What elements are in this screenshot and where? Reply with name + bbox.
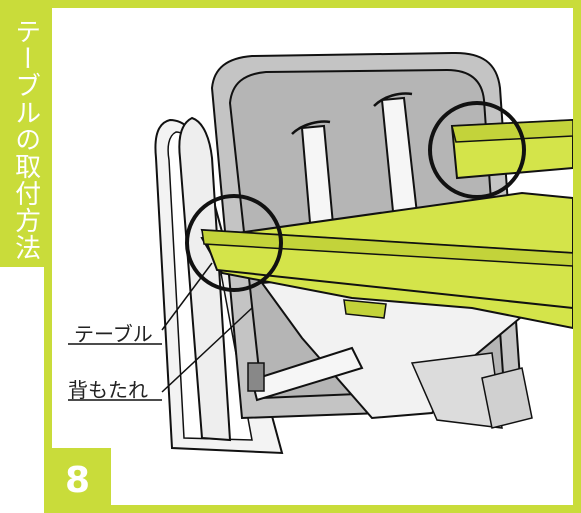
crotch-strap [410, 352, 503, 429]
label-table: テーブル [74, 322, 153, 346]
step-number: 8 [64, 460, 91, 501]
highlight-circle-left [185, 194, 283, 292]
harness-lower-right [481, 367, 533, 429]
leader-line-backrest [161, 307, 253, 393]
table-tab [343, 299, 387, 319]
frame-top-border [44, 0, 581, 8]
belt-buckle [247, 362, 265, 392]
section-title: テーブルの取付方法 [10, 18, 41, 261]
frame-right-border [573, 0, 581, 513]
chair-table-illustration [68, 51, 573, 455]
table-front-bar-top [201, 229, 573, 267]
strap-slot-left [291, 120, 331, 135]
label-backrest: 背もたれ [68, 378, 148, 402]
table-rear-bar-top [451, 119, 573, 143]
step-number-badge: 8 [44, 448, 111, 513]
highlight-circle-right [428, 101, 526, 199]
waist-belt [250, 346, 364, 402]
frame-bottom-border [44, 505, 581, 513]
leader-line-table [161, 262, 213, 331]
section-tab: テーブルの取付方法 [0, 0, 50, 267]
strap-slot-right [373, 92, 413, 107]
